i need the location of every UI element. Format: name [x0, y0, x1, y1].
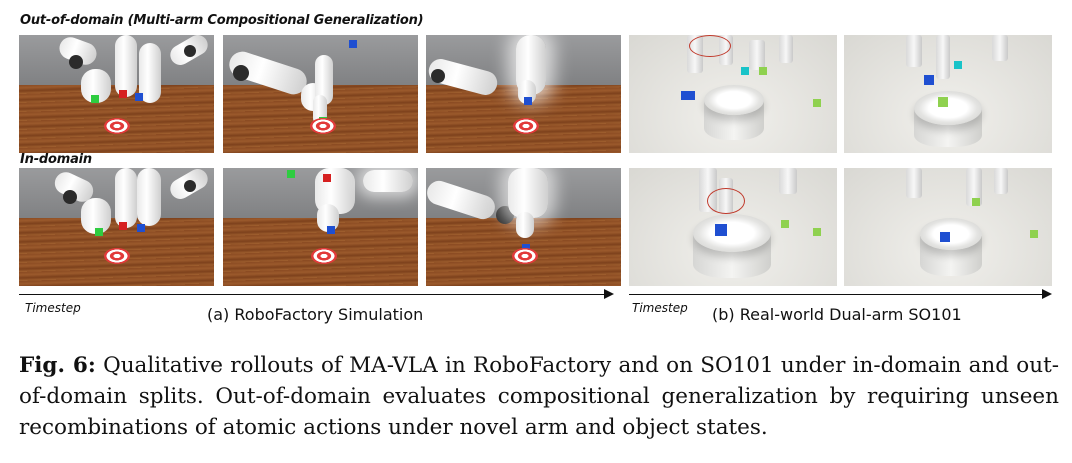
sim-ood-step-3 [426, 35, 621, 153]
left-timestep-axis [19, 294, 609, 295]
right-timestep-label: Timestep [632, 301, 688, 315]
out-of-domain-row-label: Out-of-domain (Multi-arm Compositional G… [20, 13, 424, 28]
figure-caption: Fig. 6: Qualitative rollouts of MA-VLA i… [19, 350, 1059, 443]
figure-caption-text: Qualitative rollouts of MA-VLA in RoboFa… [19, 353, 1059, 440]
left-arrowhead-icon [604, 289, 614, 299]
figure-label: Fig. 6: [19, 353, 96, 378]
sim-id-step-1 [19, 168, 214, 286]
sim-ood-step-1 [19, 35, 214, 153]
left-subcaption: (a) RoboFactory Simulation [207, 305, 424, 324]
right-subcaption: (b) Real-world Dual-arm SO101 [712, 305, 962, 324]
left-timestep-label: Timestep [25, 301, 81, 315]
sim-id-step-2 [223, 168, 418, 286]
right-timestep-axis [629, 294, 1045, 295]
sim-id-step-3 [426, 168, 621, 286]
real-id-step-2 [844, 168, 1052, 286]
real-id-step-1 [629, 168, 837, 286]
sim-ood-step-2 [223, 35, 418, 153]
real-ood-step-1 [629, 35, 837, 153]
right-arrowhead-icon [1042, 289, 1052, 299]
real-ood-step-2 [844, 35, 1052, 153]
in-domain-row-label: In-domain [20, 152, 92, 167]
